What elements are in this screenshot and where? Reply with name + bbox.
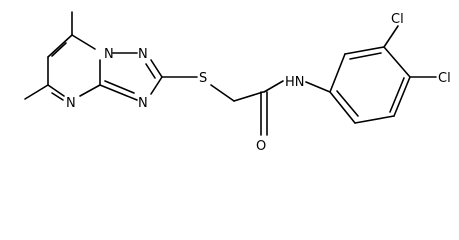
bond-ring-c5-c6 bbox=[354, 115, 395, 124]
atom-n-triazole-top: N bbox=[138, 47, 148, 62]
atom-sulfur: S bbox=[199, 71, 207, 86]
atom-amide-nh: HN bbox=[285, 75, 305, 90]
bond-ring-c4-c5-double bbox=[389, 77, 405, 113]
bond-c7-n bbox=[71, 34, 96, 50]
bond-ring-c3-c4 bbox=[383, 46, 411, 78]
bond-n1-c2 bbox=[150, 59, 163, 78]
bond-carbonyl-nh bbox=[263, 80, 284, 93]
atom-n-pyrimidine: N bbox=[66, 96, 76, 111]
bond-n1-c2-double bbox=[145, 63, 156, 79]
bond-ch2-carbonyl bbox=[233, 91, 264, 102]
bond-c5-n4-double bbox=[51, 92, 64, 101]
bond-c7-c6 bbox=[47, 34, 73, 58]
atom-chlorine-right: Cl bbox=[438, 71, 451, 86]
bond-c5-methyl bbox=[24, 84, 49, 100]
background bbox=[0, 0, 459, 160]
chemical-structure: N N N N S O HN Cl Cl bbox=[0, 0, 459, 160]
bond-c7-c6-double bbox=[51, 42, 67, 57]
bond-n3-c3a-double bbox=[104, 80, 135, 94]
atom-chlorine-top: Cl bbox=[391, 12, 404, 27]
atom-labels: N N N N S O HN Cl Cl bbox=[66, 12, 451, 154]
bond-ring-c6-c1 bbox=[329, 91, 356, 124]
bond-ring-c1-c2 bbox=[329, 53, 346, 93]
bond-c2-n3 bbox=[150, 76, 163, 95]
bond-s-ch2 bbox=[210, 84, 235, 102]
atom-n-bridge: N bbox=[104, 47, 114, 62]
bonds bbox=[24, 11, 437, 136]
bond-ring-c6-c1-double bbox=[336, 90, 359, 117]
bond-n4-c3a bbox=[79, 84, 101, 97]
bond-ring-c4-c5 bbox=[393, 76, 411, 117]
bond-ring-c2-c3 bbox=[344, 46, 385, 55]
atom-oxygen: O bbox=[256, 139, 266, 154]
atom-n-triazole-bottom: N bbox=[138, 96, 148, 111]
bond-nh-ring bbox=[305, 81, 331, 93]
bond-c3-cl bbox=[383, 25, 399, 48]
bond-c5-n4 bbox=[47, 84, 65, 97]
bond-n3-c3a bbox=[99, 84, 138, 101]
bond-ring-c2-c3-double bbox=[349, 52, 382, 60]
